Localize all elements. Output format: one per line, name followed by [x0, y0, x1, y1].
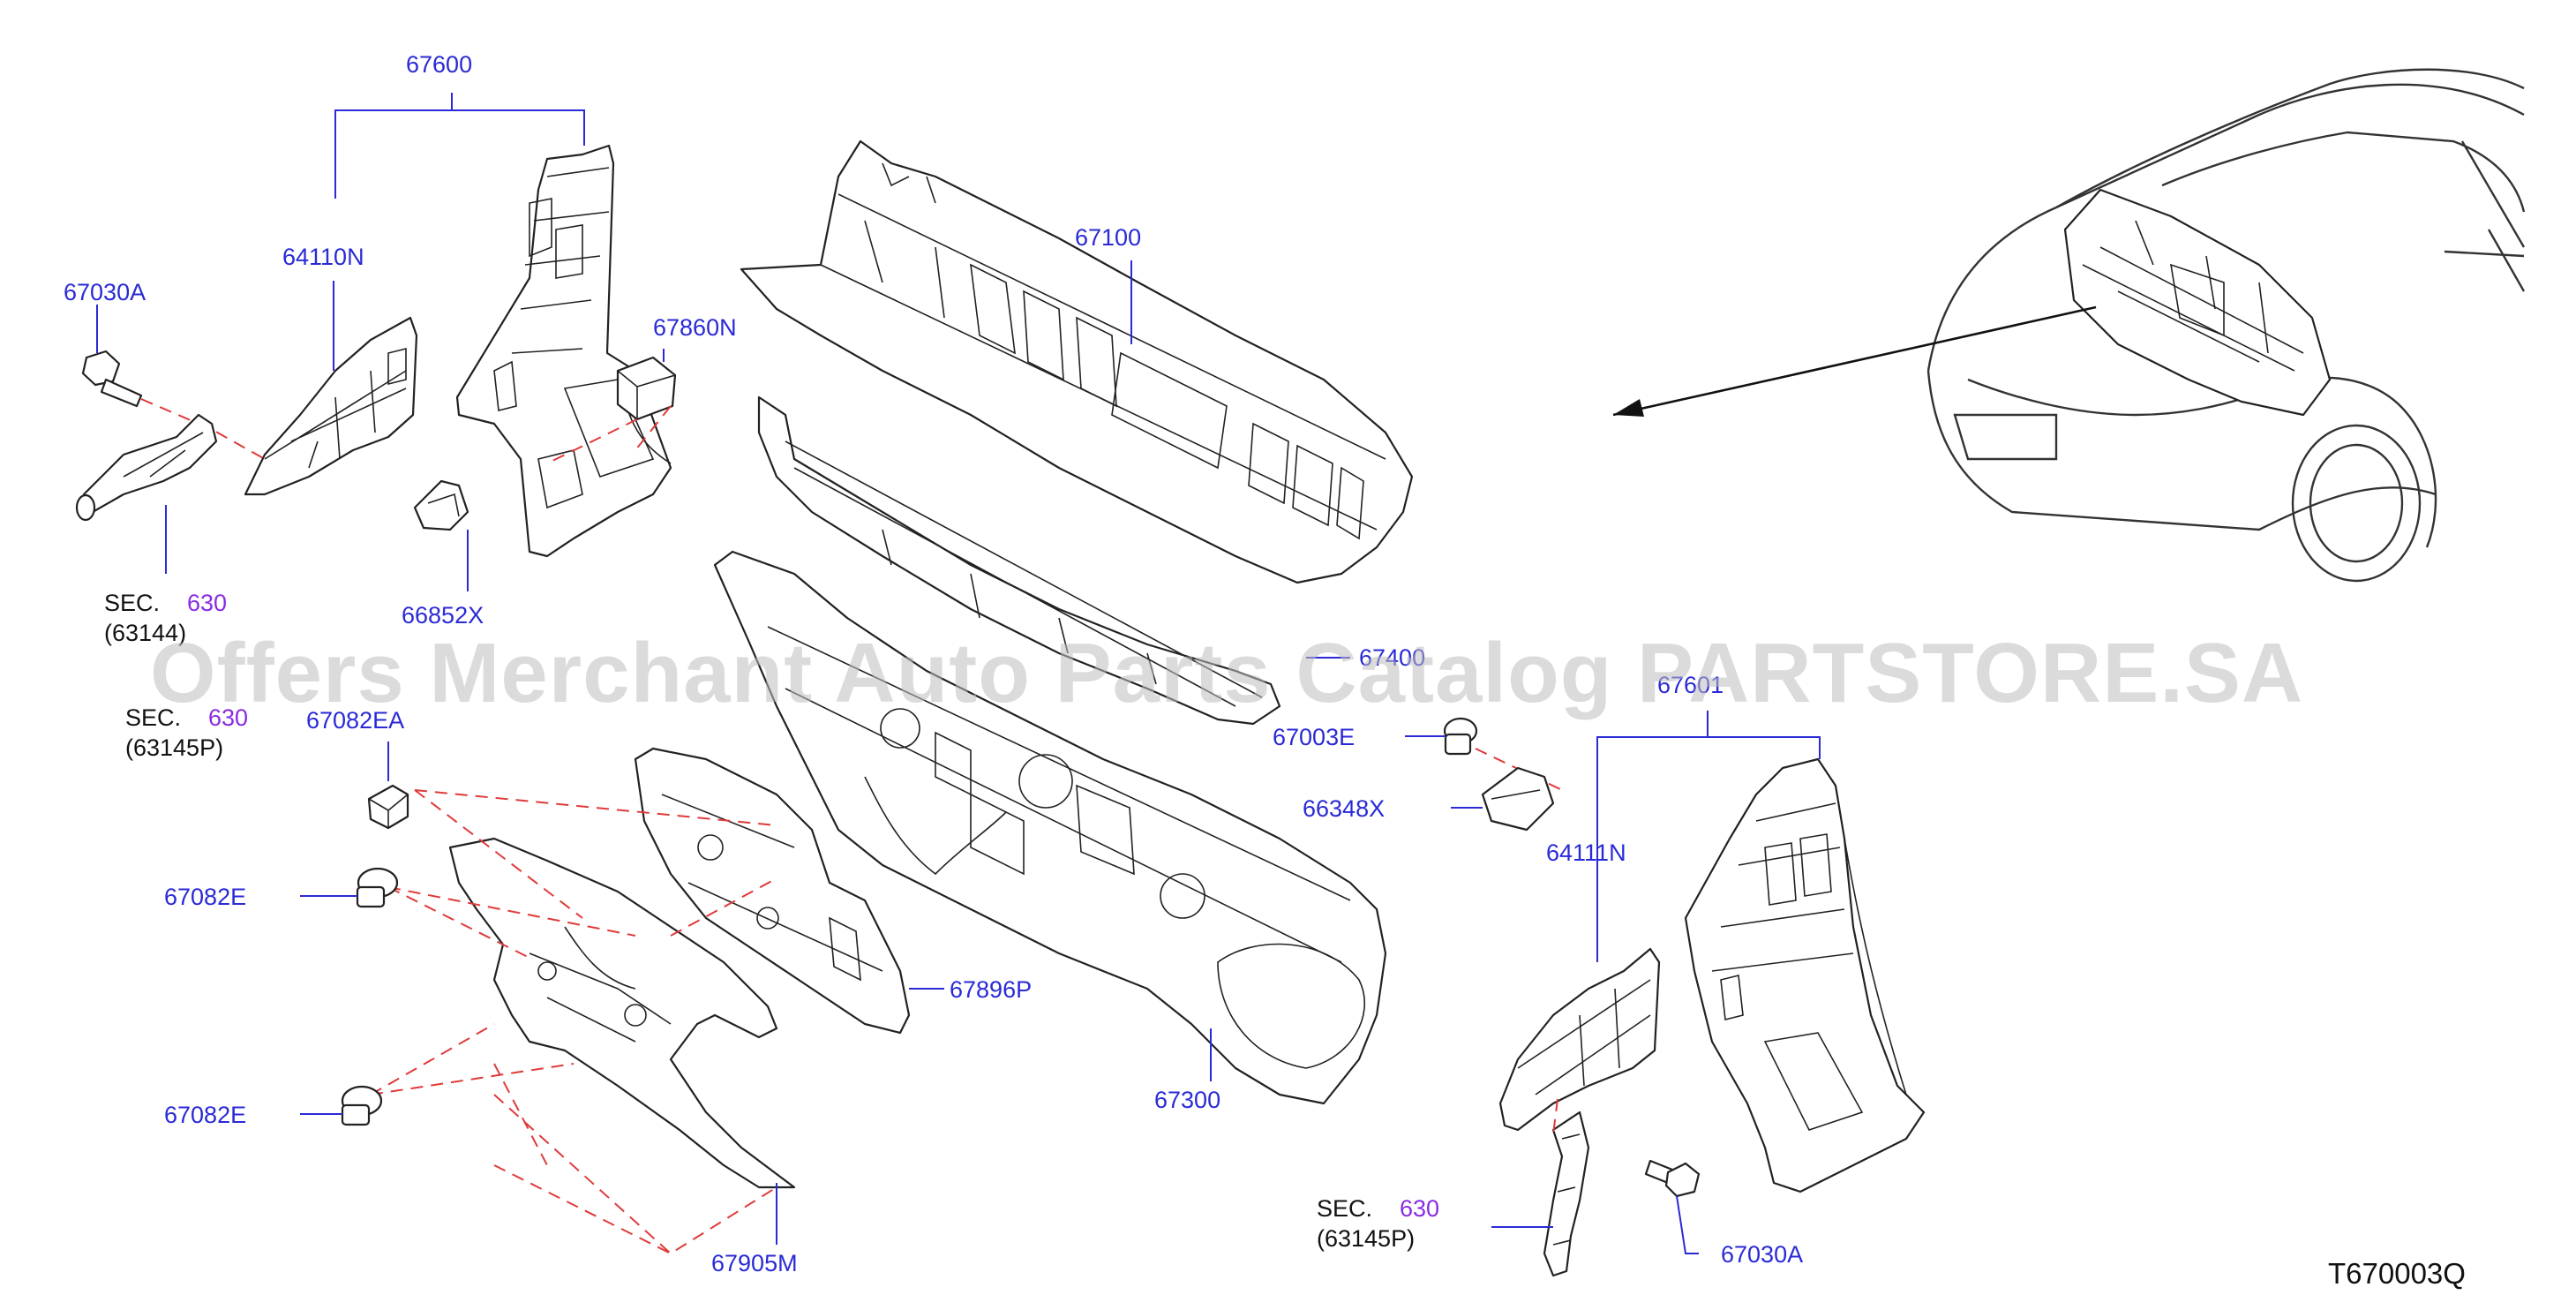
section-references: SEC. 630 (63144) SEC. 630 (63145P) SEC. … — [104, 590, 1439, 1252]
part-67601-pillar — [1684, 757, 1926, 1193]
part-67600-pillar — [455, 144, 672, 558]
label-64111N[interactable]: 64111N — [1546, 839, 1626, 866]
label-67400[interactable]: 67400 — [1359, 644, 1425, 671]
sec-num-right[interactable]: 630 — [1400, 1195, 1439, 1222]
label-67600[interactable]: 67600 — [406, 51, 472, 78]
label-66852X[interactable]: 66852X — [402, 602, 484, 629]
sec-num-left-upper[interactable]: 630 — [187, 590, 227, 616]
part-bracket-63144 — [75, 413, 218, 522]
part-67905M-insulator — [448, 837, 796, 1189]
clip-67082EA-icon — [367, 784, 409, 830]
label-67030A-left[interactable]: 67030A — [64, 279, 146, 305]
part-67860N-pad — [616, 356, 677, 421]
part-bracket-63145P-right — [1543, 1110, 1590, 1277]
leader-67030A-right — [1676, 1195, 1699, 1254]
clip-67003E-icon — [1443, 717, 1478, 756]
label-66348X[interactable]: 66348X — [1303, 795, 1385, 822]
sec-ref-right: (63145P) — [1317, 1225, 1415, 1252]
clip-67082E-upper-icon — [356, 867, 399, 908]
part-64111N-gusset — [1498, 947, 1661, 1132]
label-67030A-right[interactable]: 67030A — [1721, 1241, 1803, 1268]
arrow-head-icon — [1613, 399, 1644, 417]
sec-ref-left-lower: (63145P) — [125, 734, 223, 761]
guide-clips — [370, 789, 777, 1255]
part-labels: 67600 64110N 67030A 67860N 66852X 67100 … — [64, 51, 1803, 1276]
label-67100[interactable]: 67100 — [1075, 224, 1141, 251]
label-67003E[interactable]: 67003E — [1273, 724, 1355, 750]
label-64110N[interactable]: 64110N — [282, 244, 364, 270]
guide-67860N — [546, 405, 672, 464]
sec-prefix-left-lower: SEC. — [125, 704, 181, 731]
part-66348X-pad — [1481, 766, 1555, 832]
label-67905M[interactable]: 67905M — [711, 1250, 798, 1276]
part-67300-dash-panel — [713, 550, 1387, 1105]
label-67860N[interactable]: 67860N — [653, 314, 737, 341]
label-67082EA[interactable]: 67082EA — [306, 707, 404, 734]
clip-67082E-lower-icon — [341, 1085, 383, 1126]
watermark-text: Offers Merchant Auto Parts Catalog PARTS… — [150, 626, 2303, 720]
sec-ref-left-upper: (63144) — [104, 620, 186, 646]
part-66852X-clip — [413, 479, 469, 531]
sec-num-left-lower[interactable]: 630 — [208, 704, 248, 731]
guide-bolt-right — [1552, 1098, 1558, 1135]
label-67082E-lower[interactable]: 67082E — [164, 1102, 246, 1128]
sec-prefix-right: SEC. — [1317, 1195, 1372, 1222]
leader-67601 — [1596, 711, 1821, 883]
vehicle-overview-illustration — [1926, 68, 2526, 583]
part-64110N-gusset — [244, 316, 418, 496]
label-67082E-upper[interactable]: 67082E — [164, 884, 246, 910]
bolt-67030A-right-icon — [1644, 1159, 1701, 1198]
guide-67030A-left — [140, 398, 266, 460]
label-67300[interactable]: 67300 — [1154, 1087, 1220, 1113]
diagram-code: T670003Q — [2328, 1257, 2466, 1290]
sec-prefix-left-upper: SEC. — [104, 590, 160, 616]
bolt-67030A-left-icon — [81, 350, 143, 408]
label-67601[interactable]: 67601 — [1657, 672, 1724, 698]
leader-67600 — [334, 93, 585, 199]
part-67100-cowl-top — [740, 139, 1414, 584]
part-67400-reinforcement — [757, 395, 1281, 726]
view-pointer-arrow — [1612, 305, 2097, 417]
label-67896P[interactable]: 67896P — [950, 976, 1032, 1003]
